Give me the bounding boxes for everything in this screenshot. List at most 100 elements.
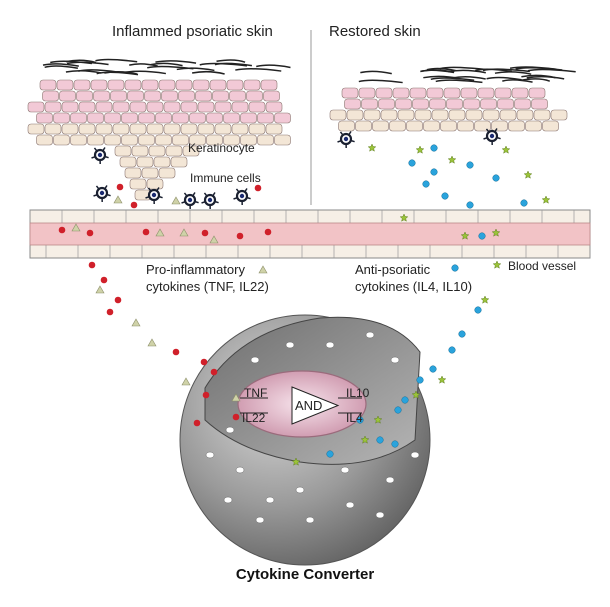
il10-particle [467, 162, 474, 169]
stratum-corneum-flake [256, 65, 290, 67]
keratinocyte-cell [159, 80, 175, 90]
keratinocyte-cell [410, 88, 426, 98]
il10-particle [467, 202, 474, 209]
sphere-pore [236, 467, 244, 473]
tnf-particle [117, 184, 124, 191]
stratum-corneum-flake [359, 80, 403, 82]
immune-cell-projection [245, 189, 247, 192]
keratinocyte-cell [364, 110, 380, 120]
keratinocyte-cell [517, 110, 533, 120]
blood-vessel [30, 210, 590, 258]
keratinocyte-cell [62, 124, 78, 134]
immune-cell-projection [94, 148, 96, 151]
stratum-corneum-flake [45, 66, 78, 68]
blood-vessel-label: Blood vessel [508, 258, 576, 274]
keratinocyte-cell [498, 99, 514, 109]
keratinocyte-cell [330, 110, 346, 120]
keratinocyte-cell [173, 135, 189, 145]
il10-particle [431, 169, 438, 176]
keratinocyte-cell [427, 88, 443, 98]
keratinocyte-cell [430, 99, 446, 109]
immune-cell-projection [103, 148, 105, 151]
keratinocyte-cell [534, 110, 550, 120]
tnf-particle [203, 392, 210, 399]
keratinocyte-cell [130, 179, 146, 189]
keratinocyte-cell [193, 80, 209, 90]
keratinocyte-cell [156, 135, 172, 145]
keratinocyte-cell [125, 80, 141, 90]
stratum-corneum-flake [235, 69, 281, 71]
keratinocyte-cell [181, 124, 197, 134]
keratinocyte-cell [120, 157, 136, 167]
keratinocyte-cell [74, 80, 90, 90]
il22-particle [132, 319, 140, 326]
immune-cell-projection [349, 132, 351, 135]
keratinocyte-cell [40, 80, 56, 90]
keratinocyte-cell [108, 80, 124, 90]
tnf-particle [211, 369, 218, 376]
keratinocyte-cell [461, 88, 477, 98]
keratinocyte-cell [249, 124, 265, 134]
keratinocyte-cell [54, 113, 70, 123]
il10-particle [479, 233, 486, 240]
keratinocyte-cell [275, 113, 291, 123]
converter-sphere [180, 315, 430, 565]
keratinocyte-cell [376, 88, 392, 98]
il10-particle [417, 377, 424, 384]
keratinocyte-cell [149, 146, 165, 156]
anti-psoriatic-label: Anti-psoriatic [355, 262, 430, 278]
il4-output-label: IL4 [346, 410, 363, 426]
keratinocyte-cell [147, 124, 163, 134]
immune-cells-label: Immune cells [190, 170, 261, 186]
sphere-pore [226, 427, 234, 433]
keratinocyte-cell [509, 121, 525, 131]
tnf-particle [107, 309, 114, 316]
keratinocyte-cell [164, 124, 180, 134]
keratinocyte-cell [444, 88, 460, 98]
sphere-pore [306, 517, 314, 523]
keratinocyte-cell [147, 179, 163, 189]
keratinocyte-cell [373, 121, 389, 131]
keratinocyte-cell [156, 113, 172, 123]
il10-particle [452, 265, 459, 272]
keratinocyte-cell [232, 102, 248, 112]
immune-cell-projection [340, 132, 342, 135]
keratinocyte-cell [79, 102, 95, 112]
keratinocyte-cell [137, 157, 153, 167]
tnf-particle [233, 414, 240, 421]
keratinocyte-cell [390, 121, 406, 131]
sphere-pore [366, 332, 374, 338]
keratinocyte-cell [79, 124, 95, 134]
converter-title: Cytokine Converter [0, 566, 610, 583]
immune-cell-nucleus [208, 198, 212, 202]
keratinocyte-cell [159, 168, 175, 178]
keratinocyte-cell [232, 124, 248, 134]
stratum-corneum-flake [192, 72, 224, 74]
keratinocyte-cell [207, 113, 223, 123]
keratinocyte-cell [130, 124, 146, 134]
keratinocyte-cell [164, 102, 180, 112]
keratinocyte-cell [227, 80, 243, 90]
keratinocyte-cell [249, 102, 265, 112]
keratinocyte-cell [481, 99, 497, 109]
il10-particle [392, 441, 399, 448]
keratinocyte-cell [432, 110, 448, 120]
keratinocyte-cell [57, 80, 73, 90]
keratinocyte-cell [215, 124, 231, 134]
immune-cell-projection [236, 189, 238, 192]
keratinocyte-cell [413, 99, 429, 109]
keratinocyte-cell [139, 113, 155, 123]
keratinocyte-cell [142, 80, 158, 90]
keratinocyte-cell [266, 124, 282, 134]
il10-particle [449, 347, 456, 354]
immune-cell-nucleus [98, 153, 102, 157]
stratum-corneum-flake [436, 80, 483, 82]
keratinocyte-cell [393, 88, 409, 98]
keratinocyte-cell [115, 146, 131, 156]
il22-particle [259, 266, 267, 273]
keratinocyte-cell [173, 113, 189, 123]
keratinocyte-cell [466, 110, 482, 120]
keratinocyte-cell [495, 88, 511, 98]
tnf-particle [194, 420, 201, 427]
keratinocyte-cell [105, 135, 121, 145]
